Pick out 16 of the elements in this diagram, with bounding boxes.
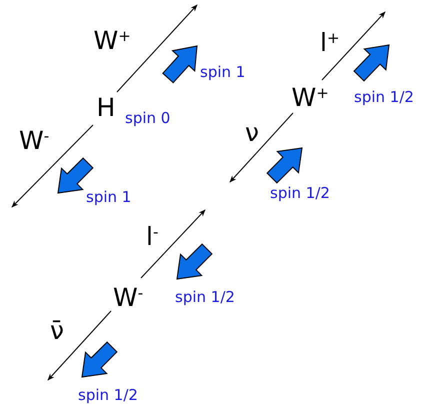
spin-label: spin 1/2: [270, 186, 330, 200]
spin-label: spin 0: [125, 110, 170, 126]
particle-label: H: [96, 94, 116, 120]
particle-label: ν̄: [50, 318, 64, 342]
spin-label: spin 1/2: [78, 388, 138, 402]
particle-label: ν: [245, 120, 259, 144]
particle-label: l$^{-}$: [146, 224, 158, 248]
spin-label: spin 1/2: [354, 90, 414, 104]
spin-label: spin 1: [200, 64, 246, 80]
spin-label: spin 1: [86, 190, 132, 204]
spin-label: spin 1/2: [175, 290, 235, 304]
particle-label: l$^{+}$: [320, 30, 340, 54]
particle-label: W$^{-}$: [19, 128, 50, 152]
particle-label: W$^{-}$: [113, 284, 144, 310]
particle-label: W$^{+}$: [292, 84, 329, 110]
particle-label: W$^{+}$: [94, 28, 131, 52]
